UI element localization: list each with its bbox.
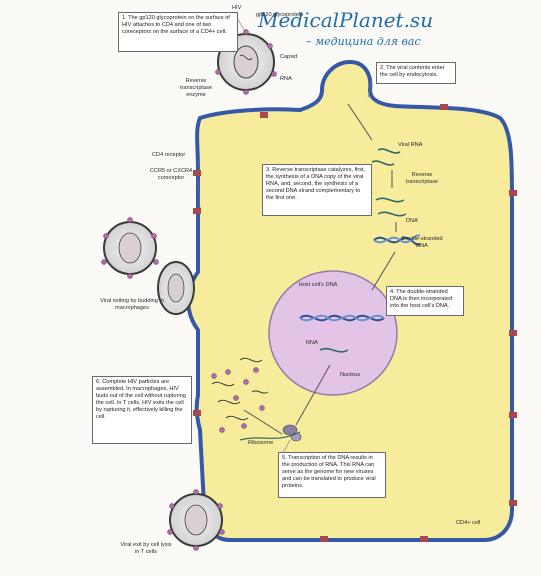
gp120-label: gp120 glycoprotein — [256, 12, 304, 18]
spike-proteins-free — [211, 367, 265, 433]
nucleus-rna-strand — [319, 347, 349, 353]
nucleus-label: Nucleus — [340, 372, 361, 378]
step-5-box: 5. Transcription of the DNA results in t… — [278, 452, 386, 498]
viral-rna-label: Viral RNA — [398, 142, 423, 148]
virus-spikes — [101, 29, 277, 551]
watermark-subtitle: – медицина для вас — [306, 35, 421, 48]
host-dna-label: Host cell's DNA — [298, 282, 338, 288]
double-stranded-dna-label: Double-stranded DNA — [401, 236, 443, 249]
double-stranded-dna — [373, 234, 421, 246]
lysis-label: Viral exit by cell lysis in T cells — [120, 542, 172, 555]
step-2-box: 2. The viral contents enter the cell by … — [376, 62, 456, 84]
assembling-viral-components — [211, 357, 269, 421]
virus-rna-label: RNA — [280, 76, 292, 82]
hiv-label: HIV — [232, 5, 242, 11]
virus-lysis-exit — [169, 493, 223, 547]
reverse-transcriptase-label: Reverse transcriptase — [405, 172, 439, 185]
cd4-receptor-label: CD4 receptor — [152, 152, 186, 158]
step-4-box: 4. The double-stranded DNA is then incor… — [386, 286, 464, 316]
dna-label: DNA — [406, 218, 418, 224]
ribosome — [239, 424, 302, 442]
budding-label: Viral exiting by budding in macrophages — [100, 298, 164, 311]
virus-exiting-budding — [103, 221, 157, 275]
membrane-receptors — [193, 104, 517, 542]
virus-budding — [157, 261, 195, 315]
coreceptor-label: CCR5 or CXCR4 coreceptor — [149, 168, 193, 181]
viral-rna-strands — [371, 148, 407, 217]
step-1-box: 1. The gp120 glycoprotein on the surface… — [118, 12, 238, 52]
ribosome-label: Ribosome — [248, 440, 274, 446]
nucleus — [268, 270, 398, 396]
watermark-title: MedicalPlanet.su — [258, 8, 434, 32]
host-dna-helix — [299, 314, 385, 322]
cd4-cell-label: CD4+ cell — [456, 520, 481, 526]
step-6-box: 6. Complete HIV particles are assembled.… — [92, 376, 192, 444]
nucleus-rna-label: RNA — [306, 340, 318, 346]
process-arrows — [243, 103, 397, 435]
step-3-box: 3. Reverse transcriptase catalyzes, firs… — [262, 164, 372, 216]
rt-enzyme-label: Reverse transcriptase enzyme — [179, 78, 213, 98]
capsid-label: Capsid — [280, 54, 298, 60]
